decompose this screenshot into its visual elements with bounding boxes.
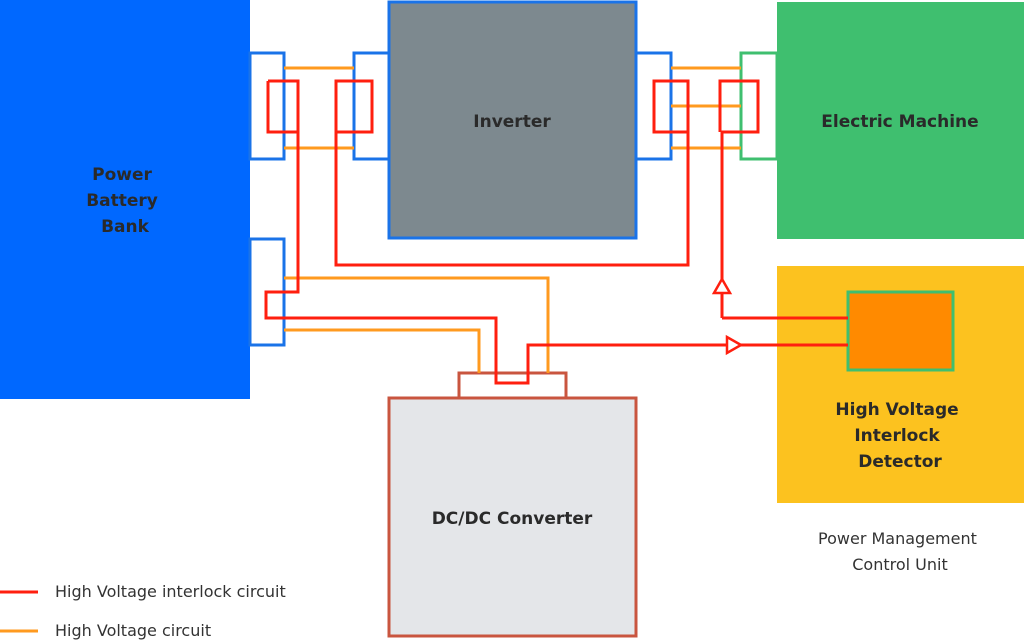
machine-label: Electric Machine (821, 112, 978, 132)
legend: High Voltage interlock circuit High Volt… (0, 582, 286, 640)
interlock-arrow-up (711, 276, 733, 295)
battery-block (0, 0, 250, 399)
inverter-label: Inverter (473, 112, 551, 132)
legend-label-interlock: High Voltage interlock circuit (55, 582, 286, 601)
converter-block (387, 396, 638, 638)
legend-label-hv: High Voltage circuit (55, 621, 211, 640)
converter-label: DC/DC Converter (432, 509, 593, 529)
inverter-block (387, 0, 638, 240)
converter-port (457, 371, 568, 400)
hv-circuit-lines (284, 66, 741, 373)
inverter-port-left (352, 51, 391, 161)
battery-port-top (248, 51, 286, 161)
interlock-arrow-right (725, 334, 744, 356)
detector-label: High Voltage Interlock Detector (835, 400, 964, 472)
detector-inner-block (846, 290, 955, 372)
machine-block (777, 2, 1024, 239)
pmcu-label: Power Management Control Unit (818, 529, 982, 574)
battery-label: Power Battery Bank (86, 165, 164, 237)
interlock-circuit-lines (264, 79, 848, 385)
